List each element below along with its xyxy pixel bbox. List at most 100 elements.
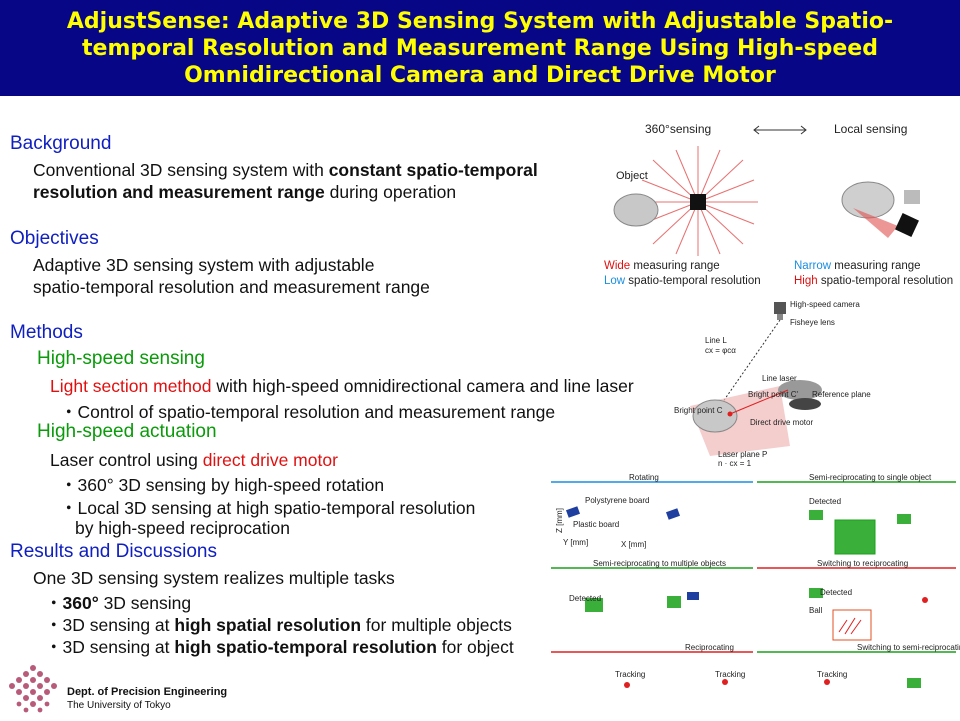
sensing-illustration: [613, 146, 920, 256]
poster-title: AdjustSense: Adaptive 3D Sensing System …: [66, 8, 894, 88]
logo-line1: Dept. of Precision Engineering: [67, 686, 228, 698]
label-detected-1: Detected: [809, 497, 842, 506]
narrow-word: Narrow: [794, 260, 832, 272]
label-polystyrene: Polystyrene board: [585, 496, 650, 505]
low-rest: spatio-temporal resolution: [625, 275, 761, 287]
results-bullet1-rest: 3D sensing: [98, 593, 192, 613]
methods-heading: Methods: [10, 322, 83, 343]
high-word: High: [794, 275, 818, 287]
results-bullet2: ・3D sensing at high spatial resolution f…: [45, 612, 512, 637]
label-tracking-1: Tracking: [615, 670, 646, 679]
wide-range-label: Wide measuring range: [604, 260, 720, 272]
methods-sub1-rest: with high-speed omnidirectional camera a…: [211, 376, 634, 396]
label-plastic: Plastic board: [573, 520, 620, 529]
results-bullet3-post: for object: [436, 637, 514, 657]
objectives-line1: Adaptive 3D sensing system with adjustab…: [33, 255, 375, 275]
high-rest: spatio-temporal resolution: [817, 275, 954, 287]
label-reciprocating: Reciprocating: [685, 643, 734, 652]
label-switch-semi: Switching to semi-reciprocating: [857, 643, 960, 652]
fisheye-label: Fisheye lens: [790, 318, 835, 327]
object-label: Object: [616, 170, 648, 182]
background-line2-text: during operation: [324, 182, 457, 202]
bright-point-c: Bright point C: [674, 406, 723, 415]
sensor-unit-left: [690, 194, 706, 210]
wide-rest: measuring range: [630, 260, 720, 272]
line-laser-label: Line laser: [762, 374, 797, 383]
background-heading: Background: [10, 133, 112, 154]
results-bullet3-bold: high spatio-temporal resolution: [174, 637, 437, 657]
logo-dots-icon: [9, 665, 57, 713]
direct-drive-motor-icon: [789, 398, 821, 410]
high-res-label: High spatio-temporal resolution: [794, 275, 953, 287]
wide-word: Wide: [604, 260, 631, 272]
bunny-object: [692, 399, 738, 433]
low-word: Low: [604, 275, 626, 287]
narrow-rest: measuring range: [831, 260, 921, 272]
label-ball: Ball: [809, 606, 823, 615]
narrow-range-label: Narrow measuring range: [794, 260, 921, 272]
reference-plane-label: Reference plane: [812, 390, 871, 399]
title-bar: AdjustSense: Adaptive 3D Sensing System …: [0, 0, 960, 96]
label-detected-3: Detected: [820, 588, 853, 597]
sensor-unit-right: [895, 213, 919, 237]
sensing-modes-figure: 360°sensing Local sensing Object Wide me…: [598, 118, 960, 293]
results-heading: Results and Discussions: [10, 541, 217, 562]
label-rotating: Rotating: [629, 473, 659, 482]
department-logo: [5, 664, 61, 716]
background-line1: Conventional 3D sensing system with cons…: [33, 160, 538, 181]
laser-plane-label: Laser plane P: [718, 450, 768, 459]
direct-drive-motor-text: direct drive motor: [202, 450, 338, 470]
ddm-label: Direct drive motor: [750, 418, 814, 427]
mode-360-label: 360°sensing: [645, 122, 712, 136]
results-bullet3: ・3D sensing at high spatio-temporal reso…: [45, 634, 514, 659]
logo-line2: The University of Tokyo: [67, 700, 171, 711]
objectives-heading: Objectives: [10, 228, 99, 249]
line-laser-icon: [778, 380, 822, 400]
line-l-label: Line L: [705, 336, 727, 345]
low-res-label: Low spatio-temporal resolution: [604, 275, 761, 287]
results-bullet3-pre: ・3D sensing at: [45, 637, 175, 657]
results-line1: One 3D sensing system realizes multiple …: [33, 568, 395, 588]
label-semi-multi: Semi-reciprocating to multiple objects: [593, 559, 726, 568]
double-arrow-icon: [753, 125, 807, 135]
methods-sub2-bullet2b: by high-speed reciprocation: [75, 518, 290, 538]
label-detected-2: Detected: [569, 594, 602, 603]
objectives-line2: spatio-temporal resolution and measureme…: [33, 277, 430, 297]
results-bullet2-pre: ・3D sensing at: [45, 615, 175, 635]
light-section-figure: High-speed camera Fisheye lens Line L cx…: [670, 296, 890, 468]
methods-sub2-bullet1: ・360° 3D sensing by high-speed rotation: [60, 475, 385, 495]
label-switch-recip: Switching to reciprocating: [817, 559, 909, 568]
methods-sub1-line: Light section method with high-speed omn…: [50, 376, 634, 397]
results-bullet1: ・360° 3D sensing: [45, 590, 191, 615]
light-section-illustration: [690, 302, 822, 456]
line-equation: cx = φcα: [705, 346, 736, 355]
bright-point-c-prime: Bright point C': [748, 390, 798, 399]
bunny-object-right: [841, 181, 895, 219]
fisheye-lens-icon: [777, 314, 783, 320]
background-line2-bold: resolution and measurement range: [33, 182, 325, 202]
results-bullet2-bold: high spatial resolution: [174, 615, 362, 635]
results-illustration: [551, 481, 956, 688]
results-bullet2-post: for multiple objects: [361, 615, 512, 635]
camera-label: High-speed camera: [790, 300, 860, 309]
methods-sub1-heading: High-speed sensing: [37, 348, 205, 369]
axis-z-label: Z [mm]: [554, 508, 564, 533]
camera-icon: [774, 302, 786, 314]
bunny-object-left: [613, 193, 659, 227]
results-figure: Rotating Semi-reciprocating to single ob…: [547, 470, 960, 720]
background-line1-bold: constant spatio-temporal: [328, 160, 538, 180]
background-line1-text: Conventional 3D sensing system with: [33, 160, 329, 180]
axis-y-label: Y [mm]: [563, 538, 589, 547]
label-tracking-2: Tracking: [715, 670, 746, 679]
plane-equation: n · cx = 1: [718, 459, 752, 468]
axis-x-label: X [mm]: [621, 540, 647, 549]
methods-sub2-pre: Laser control using: [50, 450, 203, 470]
methods-sub2-bullet2: ・Local 3D sensing at high spatio-tempora…: [60, 498, 476, 518]
results-bullet1-bold: 360°: [62, 593, 99, 613]
background-line2: resolution and measurement range during …: [33, 182, 456, 203]
methods-sub2-heading: High-speed actuation: [37, 421, 217, 442]
methods-sub2-line: Laser control using direct drive motor: [50, 450, 338, 471]
label-tracking-3: Tracking: [817, 670, 848, 679]
label-semi-single: Semi-reciprocating to single object: [809, 473, 932, 482]
methods-sub1-bullet: ・Control of spatio-temporal resolution a…: [60, 402, 556, 422]
